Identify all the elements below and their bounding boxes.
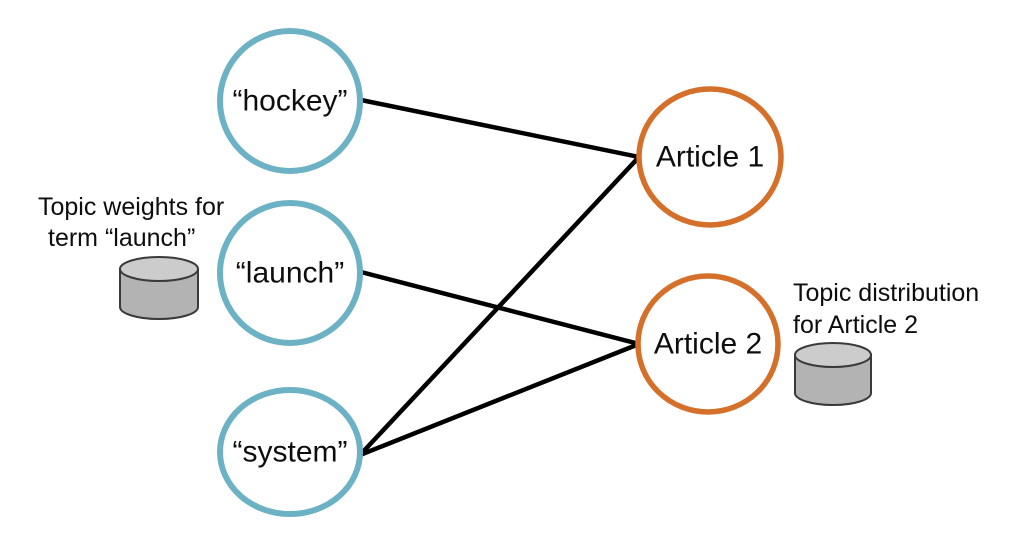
edge-hockey-to-article-1 <box>358 97 642 160</box>
term-node-launch-circle[interactable] <box>217 200 363 346</box>
term-node-launch-label: “launch” <box>236 257 344 290</box>
edge-system-to-article-1 <box>357 154 642 458</box>
term-node-hockey-label: “hockey” <box>232 85 347 118</box>
term-node-launch[interactable]: “launch” <box>217 200 363 346</box>
edge-group <box>357 97 642 458</box>
database-cylinder-icon <box>119 256 199 320</box>
annotation-topic-distribution: Topic distribution for Article 2 <box>793 279 979 406</box>
term-node-system[interactable]: “system” <box>217 387 363 517</box>
article-node-2-circle[interactable] <box>635 273 781 415</box>
annotation-topic-weights: Topic weights for term “launch” <box>38 193 224 320</box>
cylinder-top-ellipse <box>119 256 199 282</box>
term-node-system-label: “system” <box>233 436 348 469</box>
annotation-topic-distribution-line-1: Topic distribution <box>793 279 979 307</box>
cylinder-body <box>119 268 199 320</box>
term-node-hockey-circle[interactable] <box>217 28 363 174</box>
article-node-1-label: Article 1 <box>656 141 764 174</box>
term-node-hockey[interactable]: “hockey” <box>217 28 363 174</box>
article-node-2[interactable]: Article 2 <box>635 273 781 415</box>
annotation-topic-weights-line-1: Topic weights for <box>38 193 224 221</box>
article-node-2-label: Article 2 <box>654 328 762 361</box>
edge-system-to-article-2 <box>357 341 642 458</box>
cylinder-top-ellipse <box>794 342 872 368</box>
cylinder-body <box>794 354 872 406</box>
term-node-system-circle[interactable] <box>217 387 363 517</box>
article-node-1-circle[interactable] <box>636 86 784 228</box>
annotation-topic-distribution-line-2: for Article 2 <box>793 311 918 339</box>
annotation-topic-weights-line-2: term “launch” <box>48 224 195 252</box>
database-cylinder-icon <box>794 342 872 406</box>
article-node-1[interactable]: Article 1 <box>636 86 784 228</box>
